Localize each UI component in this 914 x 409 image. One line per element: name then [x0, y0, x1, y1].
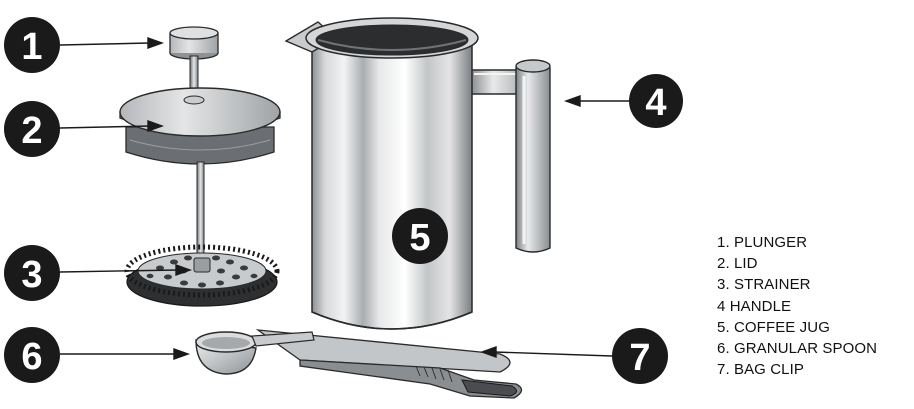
callout-number: 2: [21, 110, 42, 152]
callout-number: 3: [21, 254, 42, 296]
jug-handle: [516, 60, 550, 252]
legend-item-coffee-jug: 5. COFFEE JUG: [717, 317, 877, 338]
callout-4: 4: [629, 74, 683, 128]
callout-1: 1: [4, 17, 60, 73]
callout-7: 7: [612, 328, 668, 384]
legend-item-granular-spoon: 6. GRANULAR SPOON: [717, 338, 877, 359]
callout-2: 2: [4, 101, 60, 157]
legend-item-lid: 2. LID: [717, 253, 877, 274]
legend-item-bag-clip: 7. BAG CLIP: [717, 359, 877, 380]
callout-number: 5: [409, 217, 430, 259]
callout-6: 6: [4, 327, 60, 383]
parts-legend: 1. PLUNGER 2. LID 3. STRAINER 4 HANDLE 5…: [717, 232, 877, 380]
callout-3: 3: [4, 245, 60, 301]
callout-5: 5: [392, 208, 448, 264]
plunger-rod: [197, 162, 204, 262]
legend-item-plunger: 1. PLUNGER: [717, 232, 877, 253]
callout-number: 6: [21, 336, 42, 378]
strainer: [127, 247, 277, 306]
legend-item-strainer: 3. STRAINER: [717, 274, 877, 295]
arrow-6: [60, 349, 188, 359]
legend-item-handle: 4 HANDLE: [717, 296, 877, 317]
callout-number: 1: [21, 26, 42, 68]
coffee-jug: [286, 18, 550, 329]
arrow-4: [566, 96, 632, 106]
callout-number: 4: [645, 82, 666, 124]
callout-number: 7: [629, 337, 650, 379]
arrow-1: [60, 38, 162, 48]
